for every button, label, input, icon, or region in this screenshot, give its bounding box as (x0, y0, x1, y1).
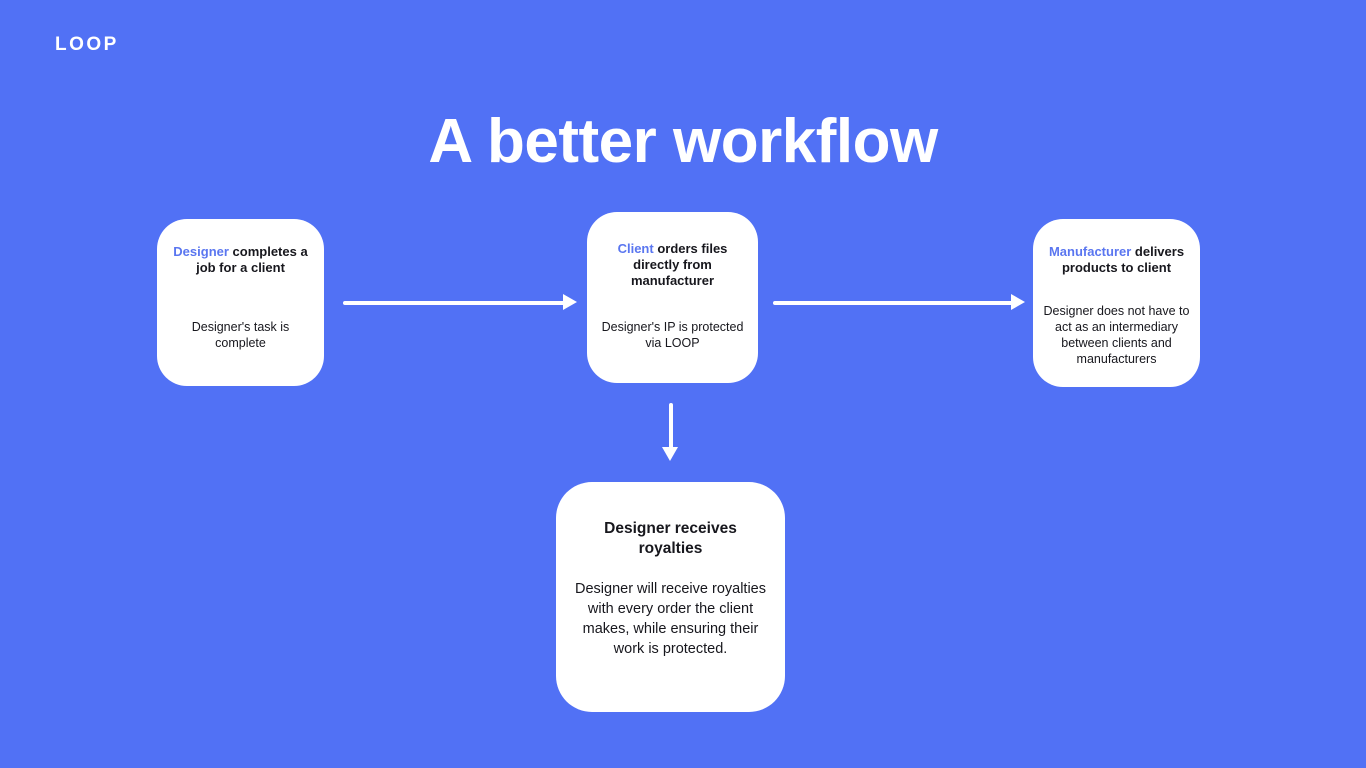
card-heading: Designer completes a job for a client (166, 244, 315, 276)
card-body: Designer will receive royalties with eve… (575, 581, 766, 657)
arrow-shaft (773, 301, 1013, 305)
arrow-head (563, 294, 577, 310)
card-heading-accent: Designer (173, 244, 229, 259)
card-heading: Designer receives royalties (571, 519, 770, 559)
arrow-shaft (343, 301, 565, 305)
arrow-down-icon (662, 403, 679, 461)
card-heading: Client orders files directly from manufa… (597, 241, 748, 289)
arrow-head (662, 447, 678, 461)
card-body: Designer's task is complete (191, 320, 290, 350)
card-heading-rest: completes a job for a client (196, 244, 308, 275)
arrow-shaft (669, 403, 673, 449)
card-heading-rest: Designer receives royalties (604, 520, 737, 557)
card-designer-completes-job: Designer completes a job for a client De… (157, 219, 324, 386)
card-heading-accent: Manufacturer (1048, 244, 1132, 259)
card-heading: Manufacturer delivers products to client (1038, 244, 1195, 276)
arrow-right-icon (343, 294, 577, 311)
card-designer-receives-royalties: Designer receives royalties Designer wil… (556, 482, 785, 712)
card-heading-rest: delivers products to client (1061, 244, 1185, 275)
card-manufacturer-delivers: Manufacturer delivers products to client… (1033, 219, 1200, 387)
card-heading-rest: orders files directly from manufacturer (630, 241, 728, 288)
loop-logo: LOOP (55, 34, 119, 55)
card-client-orders-files: Client orders files directly from manufa… (587, 212, 758, 383)
card-body: Designer's IP is protected via LOOP (601, 320, 744, 350)
page-title: A better workflow (428, 106, 938, 176)
card-heading-accent: Client (617, 241, 654, 256)
arrow-head (1011, 294, 1025, 310)
arrow-right-icon (773, 294, 1025, 311)
card-body: Designer does not have to act as an inte… (1043, 304, 1190, 366)
